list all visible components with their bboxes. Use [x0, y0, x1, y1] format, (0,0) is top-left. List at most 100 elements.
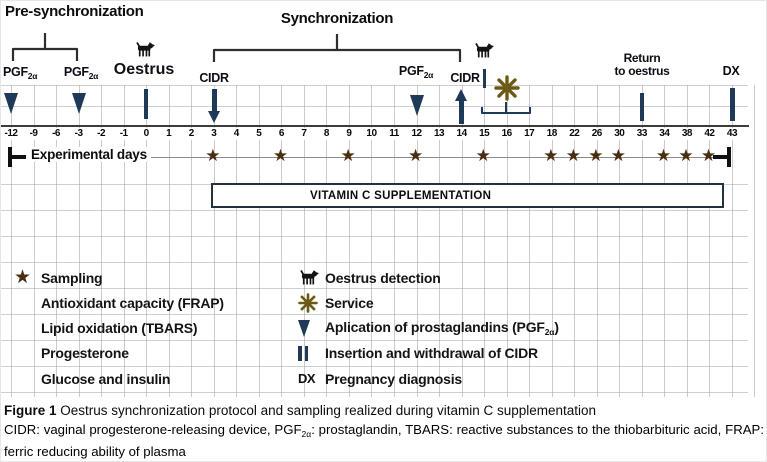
sampling-star-icon: ★ — [543, 146, 559, 165]
grid-row-line — [1, 288, 748, 289]
day-tick-label: 43 — [720, 128, 743, 140]
legend-item: Aplication of prostaglandins (PGF2α) — [298, 318, 559, 339]
day-tick-label: -12 — [1, 128, 22, 140]
prostaglandin-triangle-icon — [71, 93, 86, 114]
grid-column-line — [754, 85, 755, 397]
grid-column-line — [168, 85, 170, 397]
day-tick-label: 17 — [518, 128, 541, 140]
day-tick-label: -6 — [45, 128, 68, 140]
sampling-star-icon: ★ — [610, 146, 627, 165]
pre-synchronization-bracket — [11, 33, 79, 61]
day-tick-label: -9 — [22, 128, 45, 140]
day-tick-label: 13 — [428, 128, 451, 140]
grid-column-line — [439, 85, 441, 397]
day-tick-label: 34 — [653, 128, 676, 140]
cidr-in-arrowhead-icon — [207, 111, 220, 123]
cidr-out-arrowhead-icon — [455, 89, 467, 101]
day-tick-label: 30 — [608, 128, 631, 140]
sampling-star-icon: ★ — [475, 146, 491, 165]
grid-column-line — [641, 85, 643, 397]
legend-item-label: Glucose and insulin — [41, 370, 171, 387]
legend-item: Antioxidant capacity (FRAP) — [14, 292, 224, 313]
grid-row-line — [1, 340, 748, 341]
legend-item-label: Insertion and withdrawal of CIDR — [325, 345, 538, 362]
service-window-bracket — [481, 102, 531, 114]
day-tick-label: 4 — [225, 128, 248, 140]
grid-column-line — [416, 85, 418, 397]
day-tick-label: -1 — [112, 128, 135, 140]
grid-column-line — [686, 85, 688, 397]
legend-item-label: Oestrus detection — [325, 269, 441, 286]
legend-item: Service — [298, 292, 374, 313]
legend-item-label: Service — [325, 294, 374, 311]
grid-column-line — [709, 85, 711, 397]
sampling-star-icon: ★ — [272, 146, 289, 165]
day-tick-label: 3 — [202, 128, 225, 140]
prostaglandin-triangle-icon — [409, 95, 424, 116]
grid-column-line — [371, 85, 373, 397]
legend-item-label: Lipid oxidation (TBARS) — [41, 320, 198, 337]
day-tick-label: 26 — [585, 128, 608, 140]
experimental-days-end-cap-arm — [713, 155, 727, 159]
sampling-star-icon: ★ — [14, 267, 32, 288]
dx-label: DX — [722, 64, 740, 78]
legend-item-label: Sampling — [41, 269, 103, 286]
experimental-days-start-cap — [8, 147, 12, 167]
day-tick-label: 5 — [247, 128, 270, 140]
grid-column-line — [213, 85, 215, 397]
caption-figure-number: Figure 1 — [4, 403, 57, 418]
day-tick-label: 15 — [473, 128, 496, 140]
cidr-bars-icon — [298, 345, 325, 361]
day-tick-label: -2 — [90, 128, 113, 140]
legend-item: Oestrus detection — [298, 267, 441, 288]
legend-item: Progesterone — [14, 343, 129, 364]
synchronization-bracket — [212, 34, 462, 62]
return-to-oestrus-label: Return to oestrus — [614, 51, 670, 78]
prostaglandin-triangle-icon — [4, 93, 18, 114]
grid-column-line — [123, 85, 125, 397]
day-tick-label: 2 — [180, 128, 203, 140]
service-star-icon — [494, 75, 520, 101]
grid-row-line — [1, 106, 748, 107]
grid-column-line — [664, 85, 666, 397]
oestrus-label: Oestrus — [113, 61, 175, 78]
synchronization-title: Synchronization — [280, 10, 394, 27]
grid-column-line — [529, 85, 531, 397]
dx-icon: DX — [298, 370, 316, 386]
vitamin-c-supplementation-label: VITAMIN C SUPPLEMENTATION — [310, 189, 492, 202]
day-tick-label: 16 — [495, 128, 518, 140]
legend-item: ★ Sampling — [14, 267, 103, 288]
return-oestrus-bar-icon — [639, 93, 644, 121]
sampling-star-icon: ★ — [205, 146, 221, 165]
pgf-label-day-neg12: PGF2α — [3, 65, 38, 81]
day-tick-label: 8 — [315, 128, 338, 140]
day-tick-label: 0 — [135, 128, 158, 140]
grid-column-line — [146, 85, 148, 397]
day-tick-label: 14 — [450, 128, 473, 140]
experimental-days-start-cap-arm — [12, 155, 26, 159]
grid-row-line — [1, 366, 748, 367]
service-star-icon — [298, 293, 325, 313]
grid-row-line — [1, 236, 748, 237]
grid-row-line — [1, 262, 748, 263]
sampling-star-icon: ★ — [340, 146, 356, 165]
legend-item-label: Progesterone — [41, 345, 129, 362]
day-tick-label: 18 — [540, 128, 563, 140]
day-tick-label: -3 — [67, 128, 90, 140]
day-tick-label: 1 — [157, 128, 180, 140]
grid-column-line — [101, 85, 103, 397]
figure-caption: Figure 1 Oestrus synchronization protoco… — [4, 402, 764, 460]
day-tick-label: 11 — [383, 128, 405, 140]
day-tick-label: 38 — [675, 128, 698, 140]
grid-column-line — [236, 85, 238, 397]
grid-column-line — [326, 85, 328, 397]
experimental-days-end-cap — [727, 147, 731, 167]
pregnancy-diagnosis-bar-icon — [730, 88, 735, 121]
legend-item-label: Pregnancy diagnosis — [325, 370, 463, 387]
pre-synchronization-title: Pre-synchronization — [5, 3, 144, 20]
grid-column-line — [33, 85, 35, 397]
grid-row-line — [1, 210, 748, 211]
grid-column-line — [484, 85, 486, 397]
grid-column-line — [11, 85, 12, 397]
